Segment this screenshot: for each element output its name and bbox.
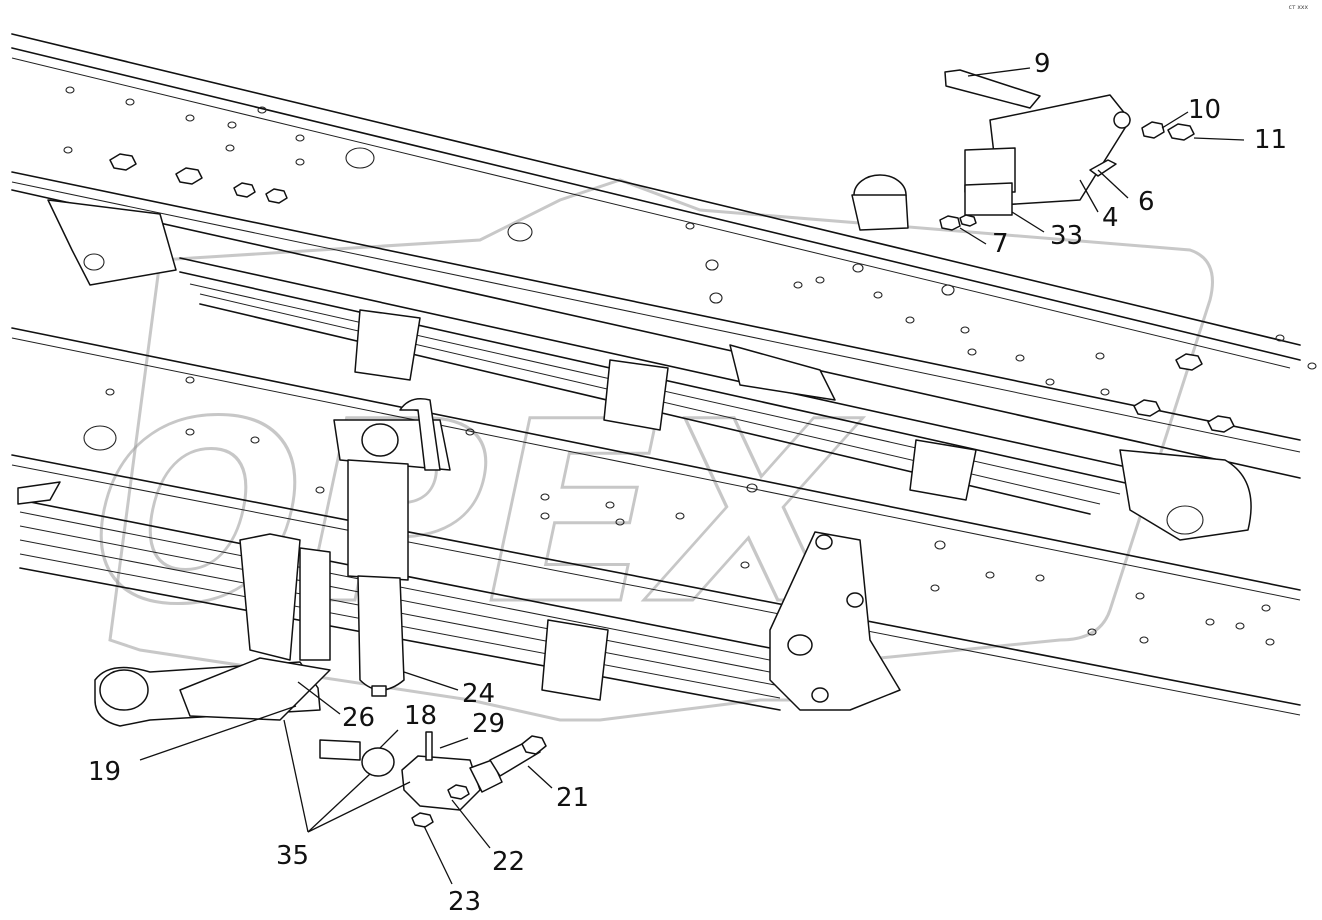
lower-rail-holes — [83, 376, 1275, 646]
upper-rail-nuts — [109, 153, 1235, 433]
callout-7: 7 — [992, 229, 1009, 259]
callout-18: 18 — [404, 701, 437, 731]
callout-9: 9 — [1034, 49, 1051, 79]
upper-rail-holes — [63, 86, 1317, 396]
upper-frame-rail — [11, 33, 1317, 479]
leader-lines — [139, 67, 1245, 885]
lower-frame-rail — [11, 327, 1301, 716]
callout-6: 6 — [1138, 187, 1155, 217]
watermark-text: OPEX — [60, 368, 881, 660]
callout-26: 26 — [342, 703, 375, 733]
lower-left-components — [94, 657, 547, 828]
callout-23: 23 — [448, 887, 481, 917]
callout-10: 10 — [1188, 95, 1221, 125]
callout-22: 22 — [492, 847, 525, 877]
callout-35: 35 — [276, 841, 309, 871]
callout-33: 33 — [1050, 221, 1083, 251]
bracket-part-4 — [851, 69, 1195, 231]
corner-mark: ст ххх — [1288, 4, 1308, 11]
lower-leaf-spring — [17, 481, 781, 711]
callout-29: 29 — [472, 709, 505, 739]
callout-21: 21 — [556, 783, 589, 813]
callout-11: 11 — [1254, 125, 1287, 155]
callout-24: 24 — [462, 679, 495, 709]
callout-4: 4 — [1102, 203, 1119, 233]
callout-19: 19 — [88, 757, 121, 787]
upper-leaf-spring — [47, 199, 1252, 541]
callout-labels: 9 10 11 6 4 33 7 24 26 18 29 19 21 35 22… — [88, 49, 1287, 917]
shock-absorber — [333, 398, 451, 697]
rear-hanger-bracket — [769, 531, 901, 711]
watermark: OPEX — [58, 178, 1214, 722]
